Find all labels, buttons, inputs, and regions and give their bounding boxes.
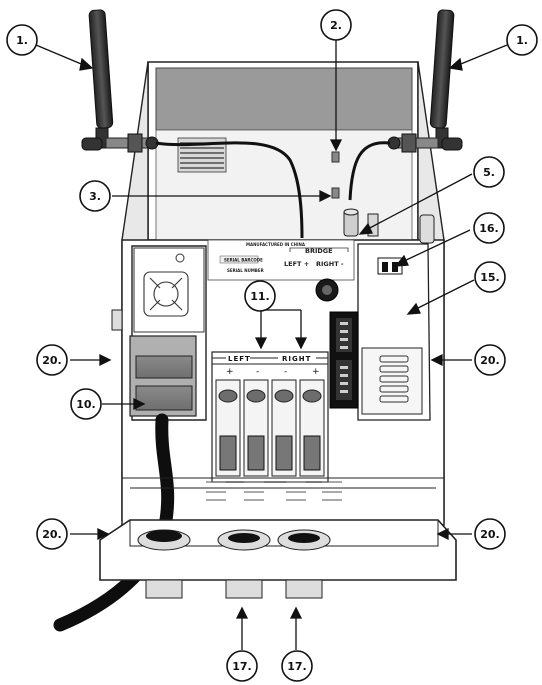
callout-2: 2. <box>320 9 352 41</box>
callout-15: 15. <box>474 261 506 293</box>
svg-text:11.: 11. <box>250 290 270 303</box>
label-plate: MANUFACTURED IN CHINA SERIAL BARCODE SER… <box>207 239 355 281</box>
callout-16: 16. <box>473 212 505 244</box>
leader-lines <box>35 40 508 650</box>
callout-1-left: 1. <box>6 24 38 56</box>
svg-text:16.: 16. <box>479 222 499 235</box>
left-antenna-cable <box>155 141 304 239</box>
callout-17-right: 17. <box>281 650 313 682</box>
fan-housing <box>129 245 207 421</box>
svg-text:10.: 10. <box>76 398 96 411</box>
dip-switch-2 <box>392 262 398 272</box>
svg-text:20.: 20. <box>42 354 62 367</box>
bridge-right-text: RIGHT - <box>316 260 344 268</box>
control-module <box>357 243 431 421</box>
callout-5: 5. <box>473 156 505 188</box>
serial-number-text: SERIAL NUMBER <box>227 268 264 273</box>
callout-20-left-upper: 20. <box>36 344 68 376</box>
svg-text:20.: 20. <box>480 354 500 367</box>
svg-text:1.: 1. <box>516 34 528 47</box>
cable-gland-center <box>217 529 271 599</box>
svg-text:5.: 5. <box>483 166 495 179</box>
callout-1-right: 1. <box>506 24 538 56</box>
breaker-poles <box>215 379 325 477</box>
callout-11: 11. <box>244 280 276 312</box>
indicator-led-3 <box>331 187 340 199</box>
fan-grille <box>143 271 189 317</box>
front-lip <box>99 519 457 581</box>
manufactured-text: MANUFACTURED IN CHINA <box>246 242 306 247</box>
bridge-left-text: LEFT + <box>284 260 309 268</box>
callout-20-right-lower: 20. <box>474 518 506 550</box>
breaker-block: LEFT RIGHT + - - + <box>211 351 329 483</box>
svg-text:1.: 1. <box>16 34 28 47</box>
indicator-led-2 <box>331 151 340 163</box>
bottom-rail <box>122 477 444 501</box>
breaker-minus-1: - <box>256 367 259 377</box>
callouts: 1. 2. 1. 3. 5. 16. 11. 15. <box>6 9 538 682</box>
serial-barcode-text: SERIAL BARCODE <box>224 258 263 263</box>
bridge-text: BRIDGE <box>305 247 333 255</box>
svg-text:2.: 2. <box>330 19 342 32</box>
cable-gland-right <box>277 529 331 599</box>
breaker-plus-2: + <box>312 367 320 377</box>
svg-text:20.: 20. <box>42 528 62 541</box>
display-screen-upper <box>135 355 193 379</box>
breaker-minus-2: - <box>284 367 287 377</box>
svg-text:17.: 17. <box>232 660 252 673</box>
callout-20-left-lower: 20. <box>36 518 68 550</box>
terminal-strip <box>329 311 359 409</box>
callout-20-right-upper: 20. <box>474 344 506 376</box>
breaker-plus-1: + <box>226 367 234 377</box>
breaker-left-label: LEFT <box>228 355 251 363</box>
svg-text:15.: 15. <box>480 271 500 284</box>
callout-3: 3. <box>79 180 111 212</box>
right-antenna <box>387 9 463 153</box>
cable-gland-left <box>137 529 191 599</box>
enclosure-top-shadow <box>155 67 413 131</box>
svg-text:17.: 17. <box>287 660 307 673</box>
breaker-right-label: RIGHT <box>282 355 311 363</box>
svg-text:3.: 3. <box>89 190 101 203</box>
hinge-bracket <box>419 214 435 244</box>
left-antenna <box>81 9 159 153</box>
dip-switch-1 <box>382 262 388 272</box>
callout-10: 10. <box>70 388 102 420</box>
left-hinge <box>111 309 123 331</box>
display-screen-lower <box>135 385 193 411</box>
right-antenna-cable <box>348 141 391 201</box>
callout-17-left: 17. <box>226 650 258 682</box>
svg-text:20.: 20. <box>480 528 500 541</box>
